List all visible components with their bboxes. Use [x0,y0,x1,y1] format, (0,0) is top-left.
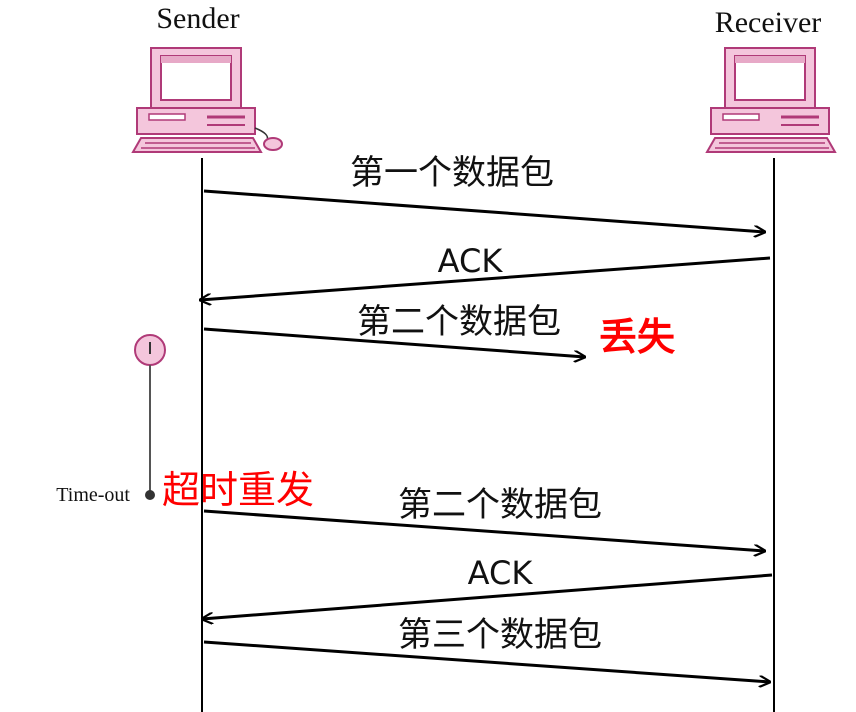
timeout-dot [145,490,155,500]
message-label-2: ACK [438,242,504,280]
receiver-label: Receiver [715,6,822,39]
message-label-3: 第二个数据包 [357,302,561,342]
receiver-computer-icon [705,47,837,153]
message-arrow-4 [203,509,765,551]
message-arrow-6 [203,640,770,682]
timeout-label: Time-out [56,484,130,506]
loss-label: 丢失 [599,314,676,359]
retransmit-label: 超时重发 [162,468,314,512]
sender-computer-icon [131,47,283,153]
message-arrow-1 [203,189,765,232]
message-label-6: 第三个数据包 [398,615,602,655]
sender-label: Sender [156,2,239,35]
message-label-5: ACK [468,554,534,592]
message-label-4: 第二个数据包 [398,485,602,525]
message-arrow-5 [202,573,773,619]
message-arrow-3 [203,327,585,357]
message-arrow-2 [200,256,771,300]
message-label-1: 第一个数据包 [350,153,554,193]
